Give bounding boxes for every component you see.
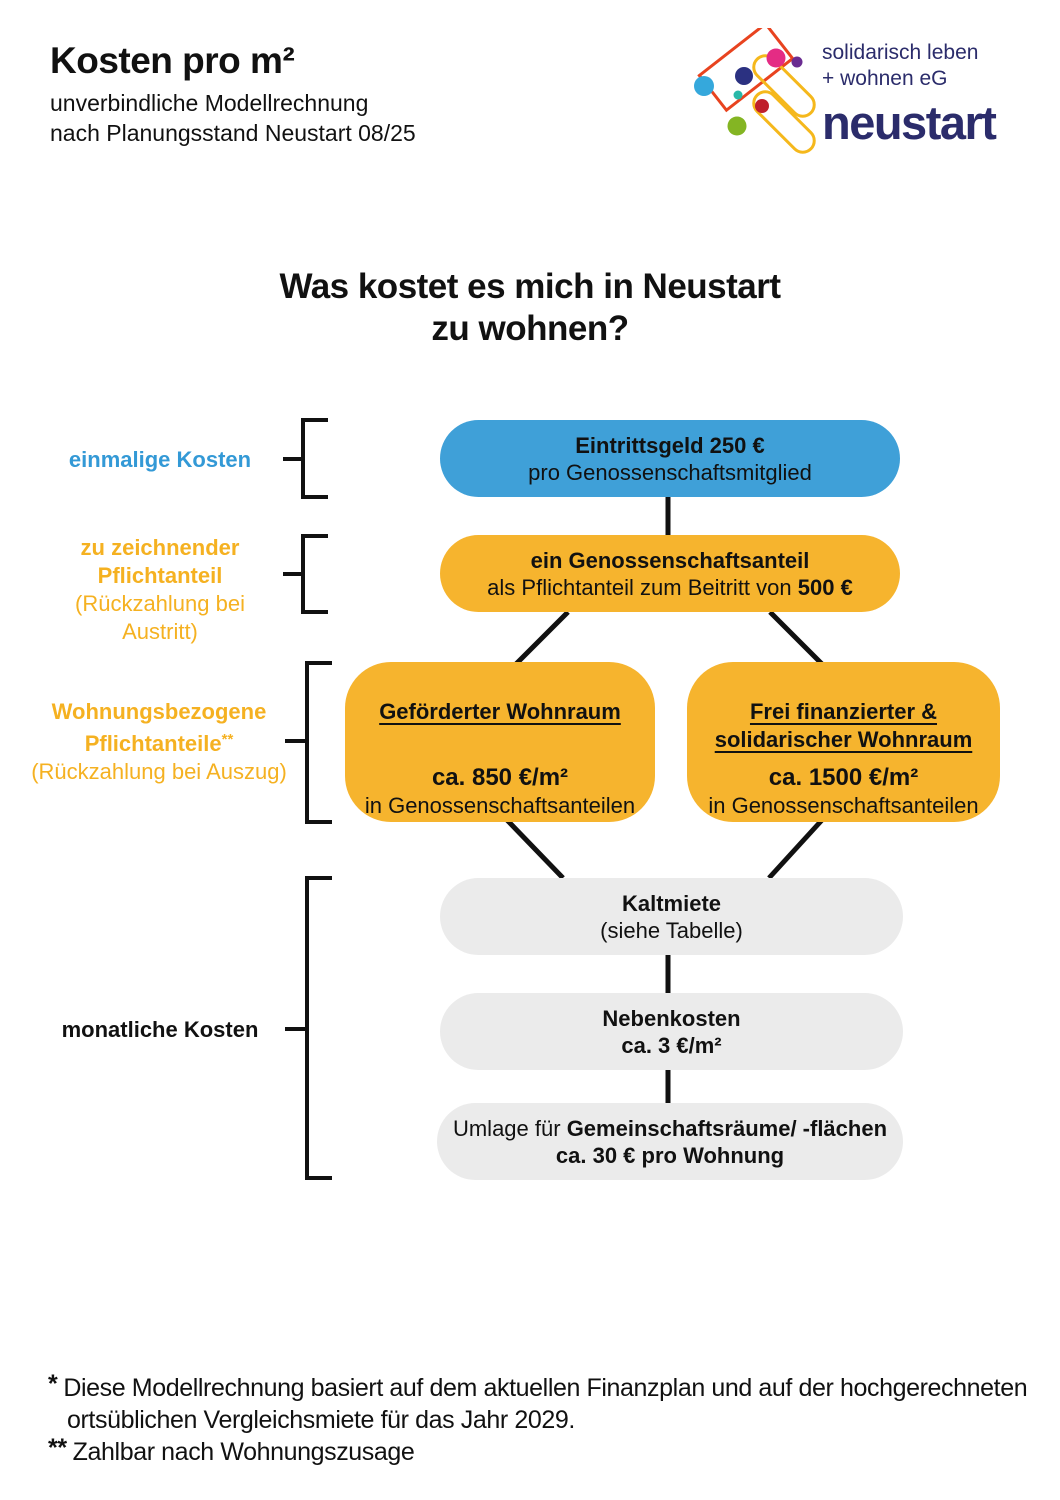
- label-wohnungsbezogene-line1: Wohnungsbezogene: [51, 699, 267, 724]
- page-subtitle-line2: nach Planungsstand Neustart 08/25: [50, 120, 416, 146]
- box-frei-finanzierter-wohnraum-title-line1: Frei finanzierter &: [749, 699, 938, 724]
- label-wohnungsbezogene-line3: (Rückzahlung bei Auszug): [31, 759, 287, 784]
- box-eintrittsgeld: Eintrittsgeld 250 € pro Genossenschaftsm…: [440, 420, 900, 497]
- box-nebenkosten-subtitle: ca. 3 €/m²: [621, 1032, 722, 1058]
- label-wohnungsbezogene-line2-text: Pflichtanteile: [84, 731, 222, 756]
- box-genossenschaftsanteil-subtitle: als Pflichtanteil zum Beitritt von 500 €: [487, 574, 853, 601]
- logo-mark-icon: [694, 28, 816, 154]
- page-subtitle-line1: unverbindliche Modellrechnung: [50, 90, 369, 116]
- page-title: Kosten pro m²: [50, 40, 295, 81]
- box-umlage-line1-prefix: Umlage für: [452, 1115, 567, 1141]
- box-kaltmiete-title: Kaltmiete: [621, 890, 722, 916]
- label-wohnungsbezogene: Wohnungsbezogene Pflichtanteile** (Rückz…: [28, 698, 290, 786]
- box-frei-finanzierter-wohnraum: Frei finanzierter & solidarischer Wohnra…: [687, 662, 1000, 822]
- footnote-1-line1: *Diese Modellrechnung basiert auf dem ak…: [48, 1370, 1028, 1404]
- box-frei-finanzierter-wohnraum-title-line2: solidarischer Wohnraum: [714, 727, 973, 752]
- box-frei-finanzierter-wohnraum-price: ca. 1500 €/m²: [768, 764, 919, 791]
- label-monatliche-kosten-text: monatliche Kosten: [61, 1017, 259, 1042]
- box-umlage: Umlage für Gemeinschaftsräume/ -flächen …: [437, 1103, 903, 1180]
- label-wohnungsbezogene-asterisks: **: [221, 731, 234, 748]
- box-eintrittsgeld-title: Eintrittsgeld 250 €: [575, 432, 765, 458]
- label-pflichtanteil-line1: zu zeichnender: [80, 535, 240, 560]
- label-einmalige-kosten: einmalige Kosten: [35, 446, 285, 474]
- page-subtitle: unverbindliche Modellrechnung nach Planu…: [50, 88, 416, 148]
- logo-tagline-line1: solidarisch leben: [822, 41, 979, 64]
- label-monatliche-kosten: monatliche Kosten: [35, 1016, 285, 1044]
- box-gefoerderter-wohnraum-note: in Genossenschaftsanteilen: [364, 793, 636, 818]
- label-pflichtanteil-line2: Pflichtanteil: [97, 563, 223, 588]
- box-gefoerderter-wohnraum-title: Geförderter Wohnraum: [379, 698, 621, 764]
- box-umlage-line1: Umlage für Gemeinschaftsräume/ -flächen: [453, 1115, 887, 1142]
- logo-brand-name: neustart: [822, 96, 997, 149]
- logo-text-block: solidarisch leben + wohnen eG neustart: [822, 28, 997, 150]
- main-heading-line2: zu wohnen?: [431, 309, 629, 348]
- box-frei-finanzierter-wohnraum-note: in Genossenschaftsanteilen: [708, 793, 979, 818]
- box-gefoerderter-wohnraum-title-text: Geförderter Wohnraum: [379, 699, 621, 724]
- footnote-2-text: Zahlbar nach Wohnungszusage: [72, 1438, 415, 1466]
- box-kaltmiete: Kaltmiete (siehe Tabelle): [440, 878, 903, 955]
- neustart-logo: solidarisch leben + wohnen eG neustart: [680, 28, 997, 160]
- box-frei-finanzierter-wohnraum-title: Frei finanzierter & solidarischer Wohnra…: [715, 698, 973, 764]
- label-pflichtanteil: zu zeichnender Pflichtanteil (Rückzahlun…: [35, 534, 285, 646]
- box-kaltmiete-subtitle: (siehe Tabelle): [600, 917, 743, 943]
- label-pflichtanteil-line3: (Rückzahlung bei Austritt): [75, 591, 245, 644]
- main-heading: Was kostet es mich in Neustart zu wohnen…: [0, 266, 1060, 350]
- box-nebenkosten-title: Nebenkosten: [602, 1005, 741, 1031]
- logo-tagline-line2: + wohnen eG: [822, 67, 948, 90]
- main-heading-line1: Was kostet es mich in Neustart: [279, 267, 781, 306]
- box-genossenschaftsanteil-subtitle-prefix: als Pflichtanteil zum Beitritt von: [487, 574, 798, 600]
- header-title-block: Kosten pro m² unverbindliche Modellrechn…: [50, 40, 416, 148]
- box-umlage-line1-bold: Gemeinschaftsräume/ -flächen: [566, 1115, 888, 1141]
- footnotes: *Diese Modellrechnung basiert auf dem ak…: [48, 1370, 1028, 1468]
- footnote-1-text-line2: ortsüblichen Vergleichsmiete für das Jah…: [67, 1406, 575, 1434]
- logo-tagline: solidarisch leben + wohnen eG: [822, 40, 995, 92]
- box-eintrittsgeld-subtitle: pro Genossenschaftsmitglied: [528, 459, 812, 485]
- footnote-2: **Zahlbar nach Wohnungszusage: [48, 1434, 1027, 1468]
- box-genossenschaftsanteil-title: ein Genossenschaftsanteil: [530, 547, 810, 573]
- label-wohnungsbezogene-line2: Pflichtanteile**: [28, 726, 290, 758]
- box-umlage-line2: ca. 30 € pro Wohnung: [555, 1142, 785, 1168]
- footnote-2-asterisk: **: [48, 1434, 67, 1462]
- box-genossenschaftsanteil-amount: 500 €: [797, 574, 853, 600]
- label-einmalige-kosten-text: einmalige Kosten: [68, 447, 252, 472]
- box-gefoerderter-wohnraum-price: ca. 850 €/m²: [431, 764, 569, 791]
- footnote-1-asterisk: *: [48, 1370, 58, 1398]
- footnote-1-text-line1: Diese Modellrechnung basiert auf dem akt…: [63, 1374, 1028, 1402]
- box-gefoerderter-wohnraum: Geförderter Wohnraum ca. 850 €/m² in Gen…: [345, 662, 655, 822]
- box-genossenschaftsanteil: ein Genossenschaftsanteil als Pflichtant…: [440, 535, 900, 612]
- box-nebenkosten: Nebenkosten ca. 3 €/m²: [440, 993, 903, 1070]
